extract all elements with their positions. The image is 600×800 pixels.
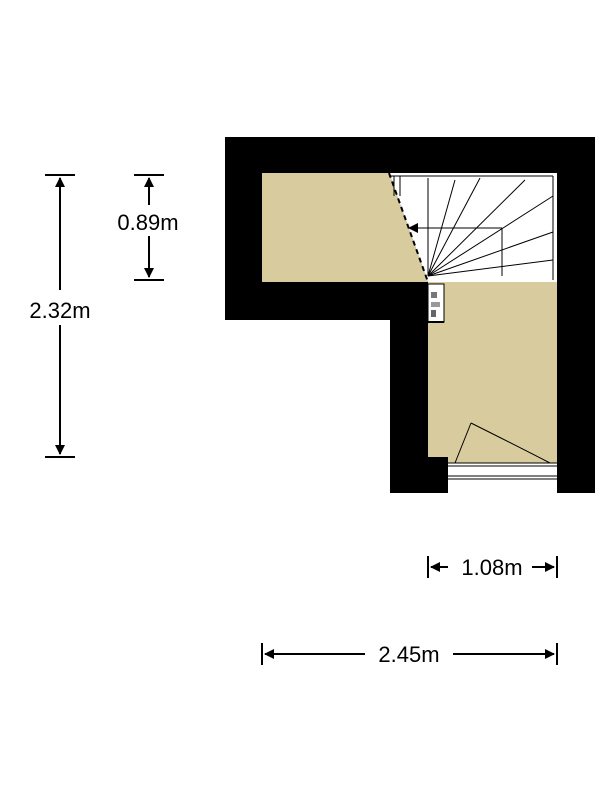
stair-cut-line bbox=[388, 172, 429, 283]
floor-hall bbox=[428, 282, 557, 457]
wall-stub bbox=[415, 282, 428, 327]
stair-arrow-icon bbox=[408, 223, 418, 233]
meter-cupboard bbox=[427, 283, 445, 323]
door-opening bbox=[448, 463, 557, 493]
dimension-label: 0.89m bbox=[117, 210, 178, 235]
dimension-height-total: 2.32m bbox=[29, 174, 91, 458]
floor-upper-room bbox=[262, 173, 428, 282]
dimension-width-total: 2.45m bbox=[261, 642, 558, 667]
dimension-label: 1.08m bbox=[461, 555, 522, 580]
dimension-label: 2.45m bbox=[378, 642, 439, 667]
entrance-door bbox=[448, 422, 557, 480]
dimension-height-upper: 0.89m bbox=[117, 174, 179, 281]
winding-staircase bbox=[389, 175, 554, 280]
dimension-width-inner: 1.08m bbox=[427, 555, 558, 580]
dimension-label: 2.32m bbox=[29, 298, 90, 323]
